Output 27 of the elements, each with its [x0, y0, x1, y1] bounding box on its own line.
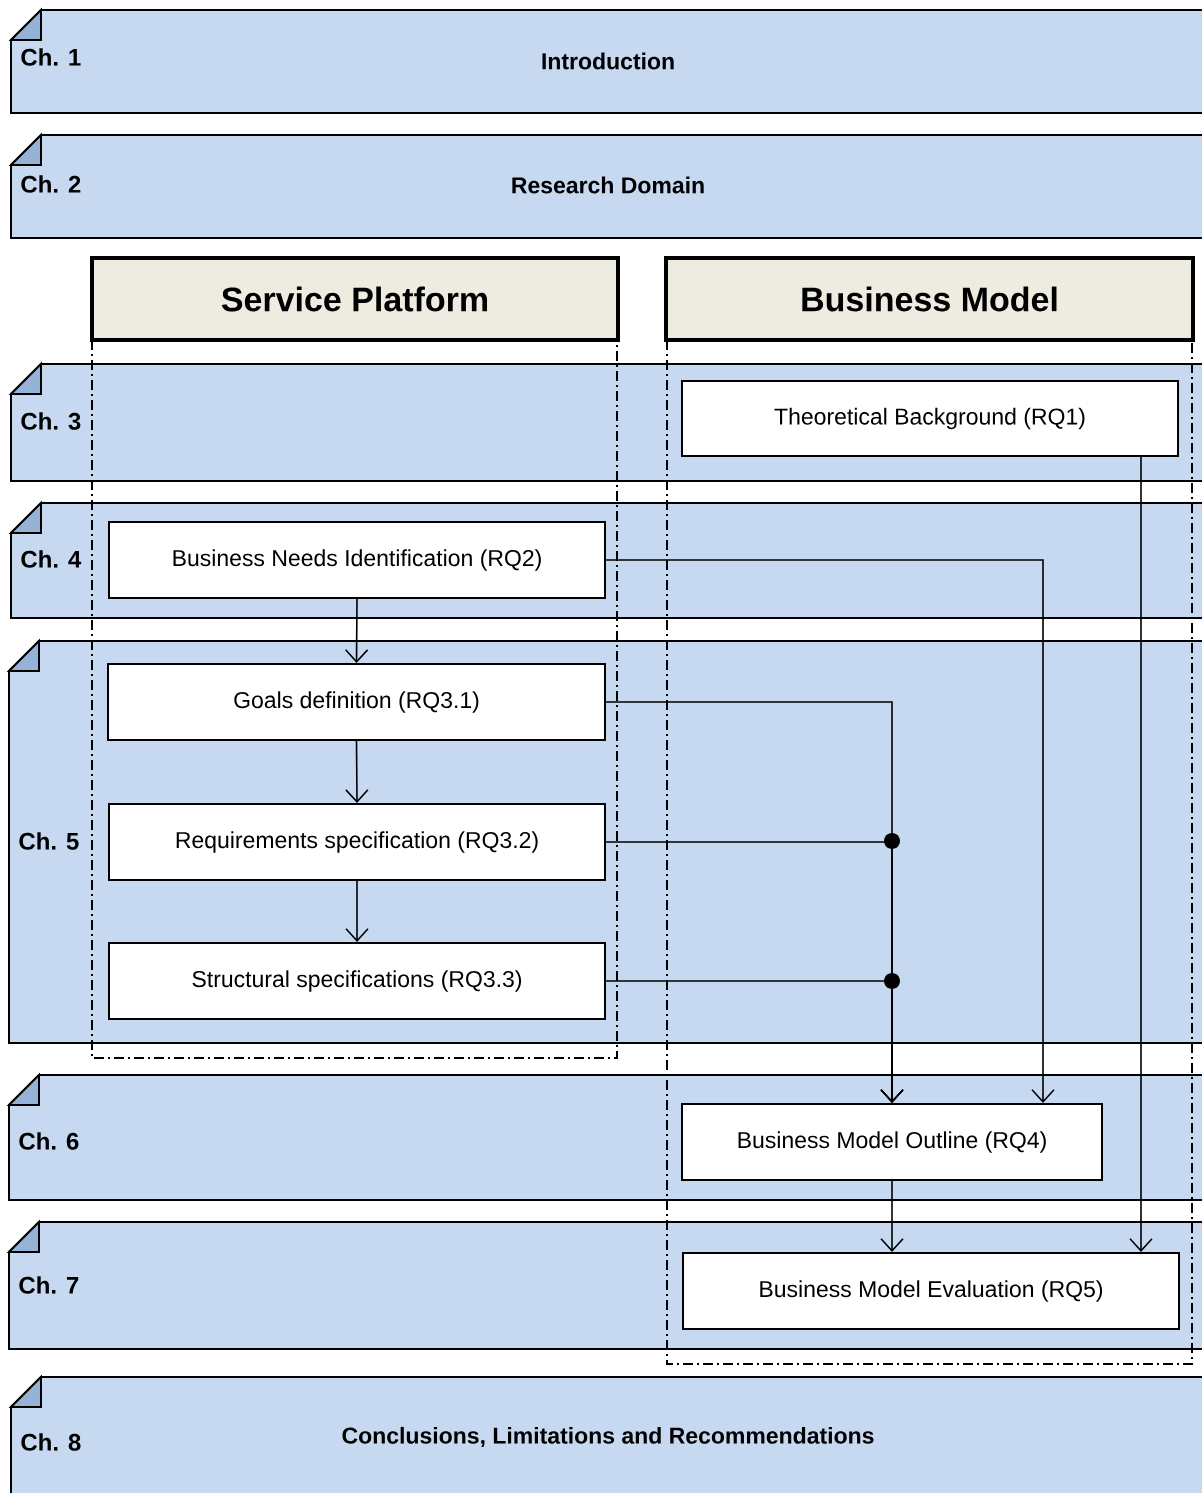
arrow — [880, 1180, 904, 1252]
chapter-title: Introduction — [542, 52, 674, 70]
chapter-label: Ch. 6 — [19, 1132, 79, 1150]
arrow — [345, 880, 369, 942]
process-box: Goals definition (RQ3.1) — [107, 663, 606, 741]
arrow — [605, 980, 904, 1103]
arrow — [345, 740, 369, 803]
chapter-label: Ch. 7 — [19, 1276, 79, 1294]
process-box: Business Model Outline (RQ4) — [681, 1103, 1103, 1181]
process-box: Theoretical Background (RQ1) — [681, 380, 1179, 457]
chapter-title: Research Domain — [512, 176, 704, 194]
chapter-label: Ch. 4 — [21, 550, 82, 568]
arrow — [1129, 456, 1153, 1252]
arrow — [605, 559, 1055, 1103]
process-box: Business Model Evaluation (RQ5) — [682, 1252, 1180, 1330]
process-box: Business Needs Identification (RQ2) — [108, 521, 606, 599]
chapter-label: Ch. 8 — [21, 1433, 81, 1451]
column-header: Service Platform — [90, 256, 620, 342]
chapter-title: Conclusions, Limitations and Recommendations — [342, 1426, 874, 1448]
chapter-label: Ch. 2 — [21, 175, 81, 193]
chapter-label: Ch. 3 — [21, 412, 81, 430]
column-header: Business Model — [664, 256, 1195, 342]
process-box: Requirements specification (RQ3.2) — [108, 803, 606, 881]
chapter-label: Ch. 5 — [19, 832, 79, 850]
chapter-label: Ch. 1 — [21, 48, 81, 66]
arrow — [344, 598, 369, 663]
process-box: Structural specifications (RQ3.3) — [108, 942, 606, 1020]
